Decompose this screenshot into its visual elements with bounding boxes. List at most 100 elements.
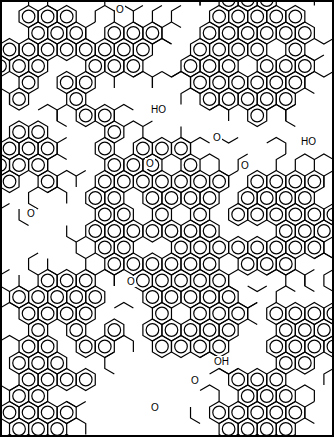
hexagon-ring: [2, 55, 10, 77]
hexagon-ring: [10, 88, 29, 110]
aromatic-circle: [308, 307, 321, 320]
bond-line: [219, 138, 238, 144]
aromatic-circle: [289, 76, 302, 89]
aromatic-circle: [251, 406, 264, 419]
aromatic-circle: [165, 258, 178, 271]
aromatic-circle: [51, 27, 64, 40]
aromatic-circle: [146, 291, 159, 304]
aromatic-circle: [299, 357, 312, 370]
bond-line: [105, 352, 115, 374]
aromatic-circle: [260, 192, 273, 205]
aromatic-circle: [137, 43, 150, 56]
aromatic-circle: [327, 307, 332, 320]
bond-line: [10, 2, 29, 6]
hexagon-ring: [257, 418, 276, 435]
aromatic-circle: [146, 192, 159, 205]
bond-line: [276, 286, 295, 303]
bond-line: [314, 39, 332, 45]
aromatic-circle: [270, 373, 283, 386]
hexagon-ring: [295, 352, 314, 374]
aromatic-circle: [213, 307, 226, 320]
aromatic-circle: [232, 208, 245, 221]
aromatic-circle: [279, 390, 292, 403]
aromatic-circle: [289, 43, 302, 56]
aromatic-circle: [289, 208, 302, 221]
bond-line: [48, 259, 58, 276]
aromatic-circle: [165, 192, 178, 205]
aromatic-circle: [279, 258, 292, 271]
hexagon-ring: [76, 336, 95, 358]
aromatic-circle: [41, 307, 54, 320]
aromatic-circle: [279, 357, 292, 370]
aromatic-circle: [279, 60, 292, 73]
aromatic-circle: [203, 60, 216, 73]
bond-line: [133, 72, 152, 89]
aromatic-circle: [241, 423, 254, 435]
bond-line: [314, 72, 332, 78]
aromatic-circle: [146, 258, 159, 271]
aromatic-circle: [299, 192, 312, 205]
aromatic-circle: [203, 93, 216, 106]
aromatic-circle: [251, 373, 264, 386]
aromatic-circle: [156, 208, 169, 221]
aromatic-circle: [289, 406, 302, 419]
aromatic-circle: [251, 175, 264, 188]
aromatic-circle: [184, 192, 197, 205]
aromatic-circle: [251, 208, 264, 221]
aromatic-circle: [127, 27, 140, 40]
bond-line: [200, 154, 219, 160]
aromatic-circle: [289, 241, 302, 254]
atom-label: HO: [150, 104, 167, 115]
aromatic-circle: [260, 2, 273, 6]
aromatic-circle: [108, 27, 121, 40]
bond-line: [181, 127, 191, 144]
aromatic-circle: [156, 142, 169, 155]
aromatic-circle: [222, 2, 235, 6]
aromatic-circle: [70, 27, 83, 40]
bond-line: [162, 72, 181, 78]
aromatic-circle: [270, 208, 283, 221]
bond-line: [57, 138, 67, 160]
bond-line: [2, 435, 19, 436]
aromatic-circle: [118, 43, 131, 56]
aromatic-circle: [108, 60, 121, 73]
aromatic-circle: [203, 291, 216, 304]
hexagon-ring: [2, 171, 19, 193]
aromatic-circle: [127, 225, 140, 238]
aromatic-circle: [41, 274, 54, 287]
bond-line: [57, 435, 76, 436]
aromatic-circle: [3, 175, 16, 188]
hexagon-ring: [171, 336, 190, 358]
aromatic-circle: [270, 10, 283, 23]
aromatic-circle: [22, 373, 35, 386]
aromatic-circle: [60, 406, 73, 419]
aromatic-circle: [60, 373, 73, 386]
aromatic-circle: [260, 93, 273, 106]
aromatic-circle: [41, 406, 54, 419]
aromatic-circle: [13, 357, 26, 370]
aromatic-circle: [184, 225, 197, 238]
bond-line: [114, 336, 133, 353]
aromatic-circle: [203, 225, 216, 238]
aromatic-circle: [270, 175, 283, 188]
aromatic-circle: [13, 423, 26, 435]
bond-line: [76, 171, 86, 188]
aromatic-circle: [194, 208, 207, 221]
bond-line: [305, 72, 315, 94]
bond-line: [295, 385, 314, 402]
bond-line: [276, 154, 286, 171]
aromatic-circle: [241, 27, 254, 40]
aromatic-circle: [32, 357, 45, 370]
atom-label: O: [26, 208, 36, 219]
aromatic-circle: [156, 175, 169, 188]
aromatic-circle: [251, 109, 264, 122]
bond-line: [219, 160, 229, 177]
hexagon-ring: [238, 253, 257, 275]
bond-line: [286, 105, 296, 127]
atom-label: O: [126, 276, 136, 287]
hexagon-ring: [76, 105, 95, 127]
aromatic-circle: [279, 27, 292, 40]
aromatic-circle: [184, 324, 197, 337]
bond-line: [2, 204, 10, 210]
bond-line: [67, 418, 86, 435]
